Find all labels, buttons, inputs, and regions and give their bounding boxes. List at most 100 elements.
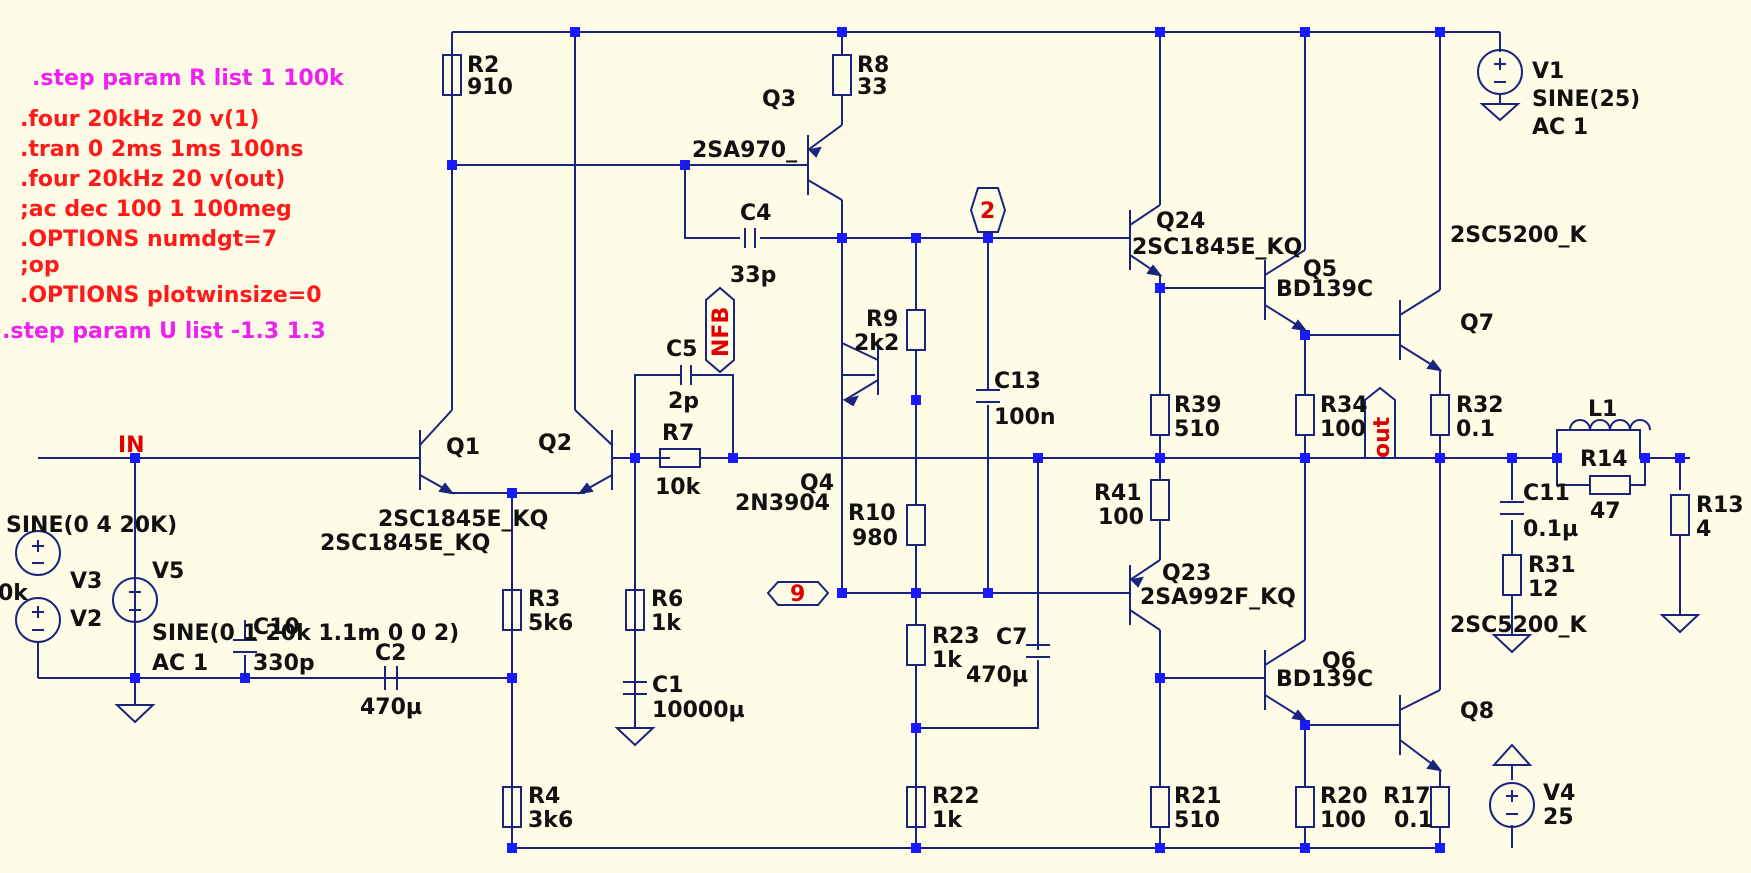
directive-line[interactable]: ;ac dec 100 1 100meg — [20, 197, 292, 222]
label-r13-name: R13 — [1696, 493, 1744, 518]
source-v4[interactable] — [1489, 743, 1535, 828]
net-labels: IN NFB 2 9 out — [118, 199, 1395, 607]
resistor-r20[interactable] — [1295, 786, 1315, 828]
resistor-r2[interactable] — [442, 54, 462, 96]
label-c10-value: 330p — [253, 651, 315, 676]
source-v5[interactable] — [112, 577, 158, 623]
label-c1-value: 10000µ — [652, 698, 745, 723]
resistor-r8[interactable] — [832, 54, 852, 96]
transistor-q4[interactable] — [841, 340, 879, 407]
capacitor-c7[interactable] — [1026, 458, 1050, 728]
resistor-r41[interactable] — [1150, 479, 1170, 521]
label-q7-name: Q7 — [1460, 311, 1494, 336]
directive-line[interactable]: .four 20kHz 20 v(1) — [20, 107, 259, 132]
label-r22-value: 1k — [932, 808, 963, 833]
label-r7-name: R7 — [662, 421, 694, 446]
transistor-q3[interactable] — [685, 124, 843, 201]
spice-directives: .step param R list 1 100k .four 20kHz 20… — [2, 66, 345, 344]
label-q3-name: Q3 — [762, 87, 796, 112]
label-r2-value: 910 — [467, 75, 513, 100]
label-r17-name: R17 — [1383, 784, 1431, 809]
resistor-r17[interactable] — [1430, 786, 1450, 828]
ground-symbol — [114, 704, 156, 724]
transistor-q24[interactable] — [1129, 204, 1163, 277]
label-r3-value: 5k6 — [528, 611, 573, 636]
ground-symbol — [1659, 614, 1701, 634]
resistor-r13[interactable] — [1670, 494, 1690, 536]
resistor-r14[interactable] — [1589, 475, 1631, 495]
resistor-r21[interactable] — [1150, 786, 1170, 828]
capacitors — [233, 228, 1524, 728]
capacitor-c4[interactable] — [744, 228, 756, 248]
label-r4-value: 3k6 — [528, 808, 573, 833]
resistor-r23[interactable] — [906, 624, 926, 666]
label-c7-value: 470µ — [966, 663, 1028, 688]
resistor-r34[interactable] — [1295, 394, 1315, 436]
source-v3[interactable] — [15, 530, 61, 576]
label-c2-value: 470µ — [360, 695, 422, 720]
resistor-r39[interactable] — [1150, 394, 1170, 436]
label-r41-value: 100 — [1098, 505, 1144, 530]
capacitor-c13[interactable] — [976, 389, 1000, 403]
label-r23-value: 1k — [932, 648, 963, 673]
capacitor-c1[interactable] — [623, 630, 647, 720]
capacitor-c2[interactable] — [384, 666, 398, 690]
label-q5-model: BD139C — [1276, 277, 1373, 302]
source-v1[interactable] — [1477, 49, 1523, 122]
label-r10-name: R10 — [848, 501, 896, 526]
label-v1-value: SINE(25) — [1532, 87, 1640, 112]
resistor-r7[interactable] — [659, 448, 701, 468]
label-r6-value: 1k — [651, 611, 682, 636]
label-q2-model: 2SC1845E_KQ — [320, 531, 490, 556]
label-c13-value: 100n — [994, 405, 1056, 430]
directive-line[interactable]: .OPTIONS plotwinsize=0 — [20, 283, 322, 308]
label-r9-value: 2k2 — [854, 331, 899, 356]
net-flags — [705, 187, 1396, 606]
net-label-9: 9 — [790, 582, 805, 607]
label-q3-model: 2SA970_ — [692, 138, 797, 163]
resistor-r10[interactable] — [906, 504, 926, 546]
resistor-r9[interactable] — [906, 309, 926, 351]
label-r3-name: R3 — [528, 587, 560, 612]
label-v3-name: V3 — [70, 569, 102, 594]
resistor-r3[interactable] — [502, 589, 522, 631]
label-q23-model: 2SA992F_KQ — [1140, 585, 1296, 610]
label-v4-name: V4 — [1543, 781, 1575, 806]
label-r8-name: R8 — [857, 53, 889, 78]
capacitor-c5[interactable] — [672, 365, 700, 385]
transistor-q7[interactable] — [1399, 289, 1443, 372]
directive-line[interactable]: ;op — [20, 253, 60, 278]
transistor-q1[interactable] — [419, 409, 455, 495]
source-v2[interactable] — [15, 597, 61, 678]
resistor-r22[interactable] — [906, 786, 926, 828]
directive-line[interactable]: .tran 0 2ms 1ms 100ns — [20, 137, 304, 162]
directive-line[interactable]: .four 20kHz 20 v(out) — [20, 167, 285, 192]
label-c11-name: C11 — [1523, 481, 1570, 506]
transistor-q5[interactable] — [1264, 249, 1308, 332]
capacitor-c11[interactable] — [1500, 501, 1524, 515]
transistor-q23[interactable] — [1129, 559, 1161, 631]
label-c7-name: C7 — [996, 625, 1027, 650]
resistor-r31[interactable] — [1502, 554, 1522, 596]
label-r10-value: 980 — [852, 526, 898, 551]
resistor-r32[interactable] — [1430, 394, 1450, 436]
label-r20-value: 100 — [1320, 808, 1366, 833]
step-param-u-directive[interactable]: .step param U list -1.3 1.3 — [2, 319, 326, 344]
capacitor-c10[interactable] — [233, 620, 257, 678]
directive-line[interactable]: .OPTIONS numdgt=7 — [20, 227, 277, 252]
transistor-q8[interactable] — [1399, 689, 1443, 772]
step-param-r-directive[interactable]: .step param R list 1 100k — [32, 66, 345, 91]
transistor-q2[interactable] — [574, 409, 613, 495]
label-v3-value: SINE(0 4 20K) — [6, 513, 177, 538]
inductor-l1[interactable] — [1569, 419, 1651, 431]
label-v1-name: V1 — [1532, 59, 1564, 84]
label-r22-name: R22 — [932, 784, 980, 809]
net-label-2: 2 — [980, 199, 995, 224]
resistor-r4[interactable] — [502, 786, 522, 828]
label-r4-name: R4 — [528, 784, 560, 809]
transistor-q6[interactable] — [1264, 639, 1308, 722]
label-r32-name: R32 — [1456, 393, 1504, 418]
flag-out-shape — [1364, 386, 1396, 459]
label-q8-model: 2SC5200_K — [1450, 613, 1588, 638]
